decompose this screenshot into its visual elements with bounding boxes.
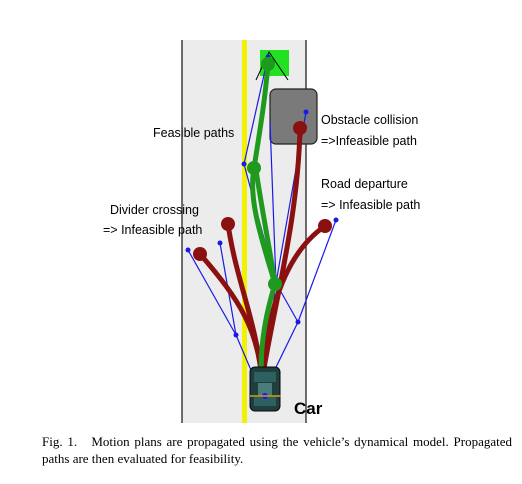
label-feasible-paths: Feasible paths [153, 126, 234, 140]
feasible-path-main [250, 61, 278, 388]
caption-prefix: Fig. 1. [42, 434, 78, 449]
motion-plan-figure: Feasible paths Obstacle collision =>Infe… [103, 40, 420, 423]
lane-divider [242, 40, 247, 423]
label-divider-line1: Divider crossing [110, 203, 199, 217]
caption-text: Motion plans are propagated using the ve… [42, 434, 512, 466]
label-obstacle-line1: Obstacle collision [321, 113, 418, 127]
feasible-path-branch [253, 167, 278, 287]
infeasible-path-obstacle [259, 125, 303, 383]
car [249, 366, 281, 412]
label-obstacle-line2: =>Infeasible path [321, 134, 417, 148]
label-road-departure-line1: Road departure [321, 177, 408, 191]
infeasible-endpoints [193, 121, 332, 261]
feasible-nodes [247, 57, 282, 291]
figure-caption: Fig. 1. Motion plans are propagated usin… [42, 433, 512, 467]
infeasible-paths [197, 125, 328, 383]
label-road-departure-line2: => Infeasible path [321, 198, 420, 212]
obstacle [269, 88, 318, 145]
goal-marker [255, 50, 289, 81]
label-divider-line2: => Infeasible path [103, 223, 202, 237]
label-car: Car [294, 399, 323, 418]
feasible-paths [250, 61, 278, 388]
